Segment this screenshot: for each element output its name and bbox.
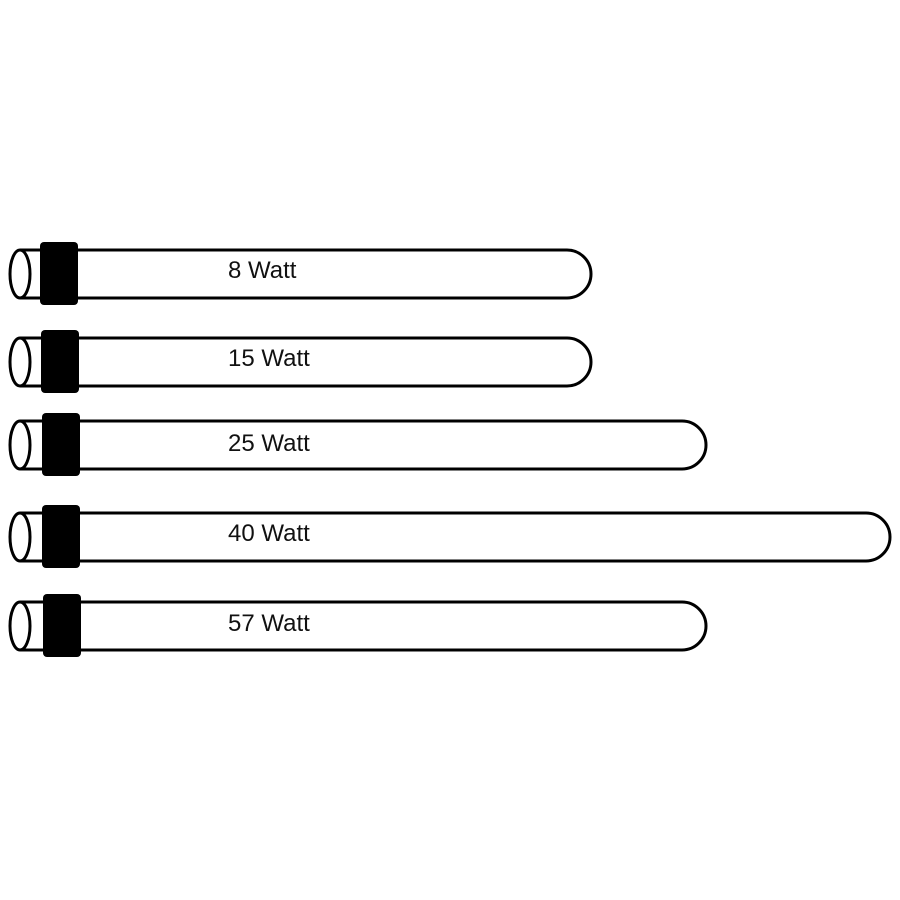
lamp-end-cap [8,248,32,300]
lamp-8-watt: 8 Watt [8,242,593,305]
lamp-tube [20,248,593,300]
lamp-collar [42,505,80,568]
lamp-end-cap [8,600,32,652]
lamp-tube [20,511,892,563]
lamp-tube [20,419,708,471]
lamp-label: 15 Watt [228,345,310,372]
lamp-tube [20,600,708,652]
lamp-label: 40 Watt [228,520,310,547]
lamp-end-cap [8,419,32,471]
lamp-end-cap [8,336,32,388]
lamp-collar [43,594,81,657]
lamp-collar [41,330,79,393]
lamp-label: 25 Watt [228,430,310,457]
lamp-end-cap [8,511,32,563]
lamp-40-watt: 40 Watt [8,505,892,568]
lamp-57-watt: 57 Watt [8,594,708,657]
lamp-collar [40,242,78,305]
lamp-25-watt: 25 Watt [8,413,708,476]
lamp-15-watt: 15 Watt [8,330,593,393]
lamp-collar [42,413,80,476]
lamp-tube [20,336,593,388]
lamp-label: 8 Watt [228,257,297,284]
lamp-label: 57 Watt [228,610,310,637]
